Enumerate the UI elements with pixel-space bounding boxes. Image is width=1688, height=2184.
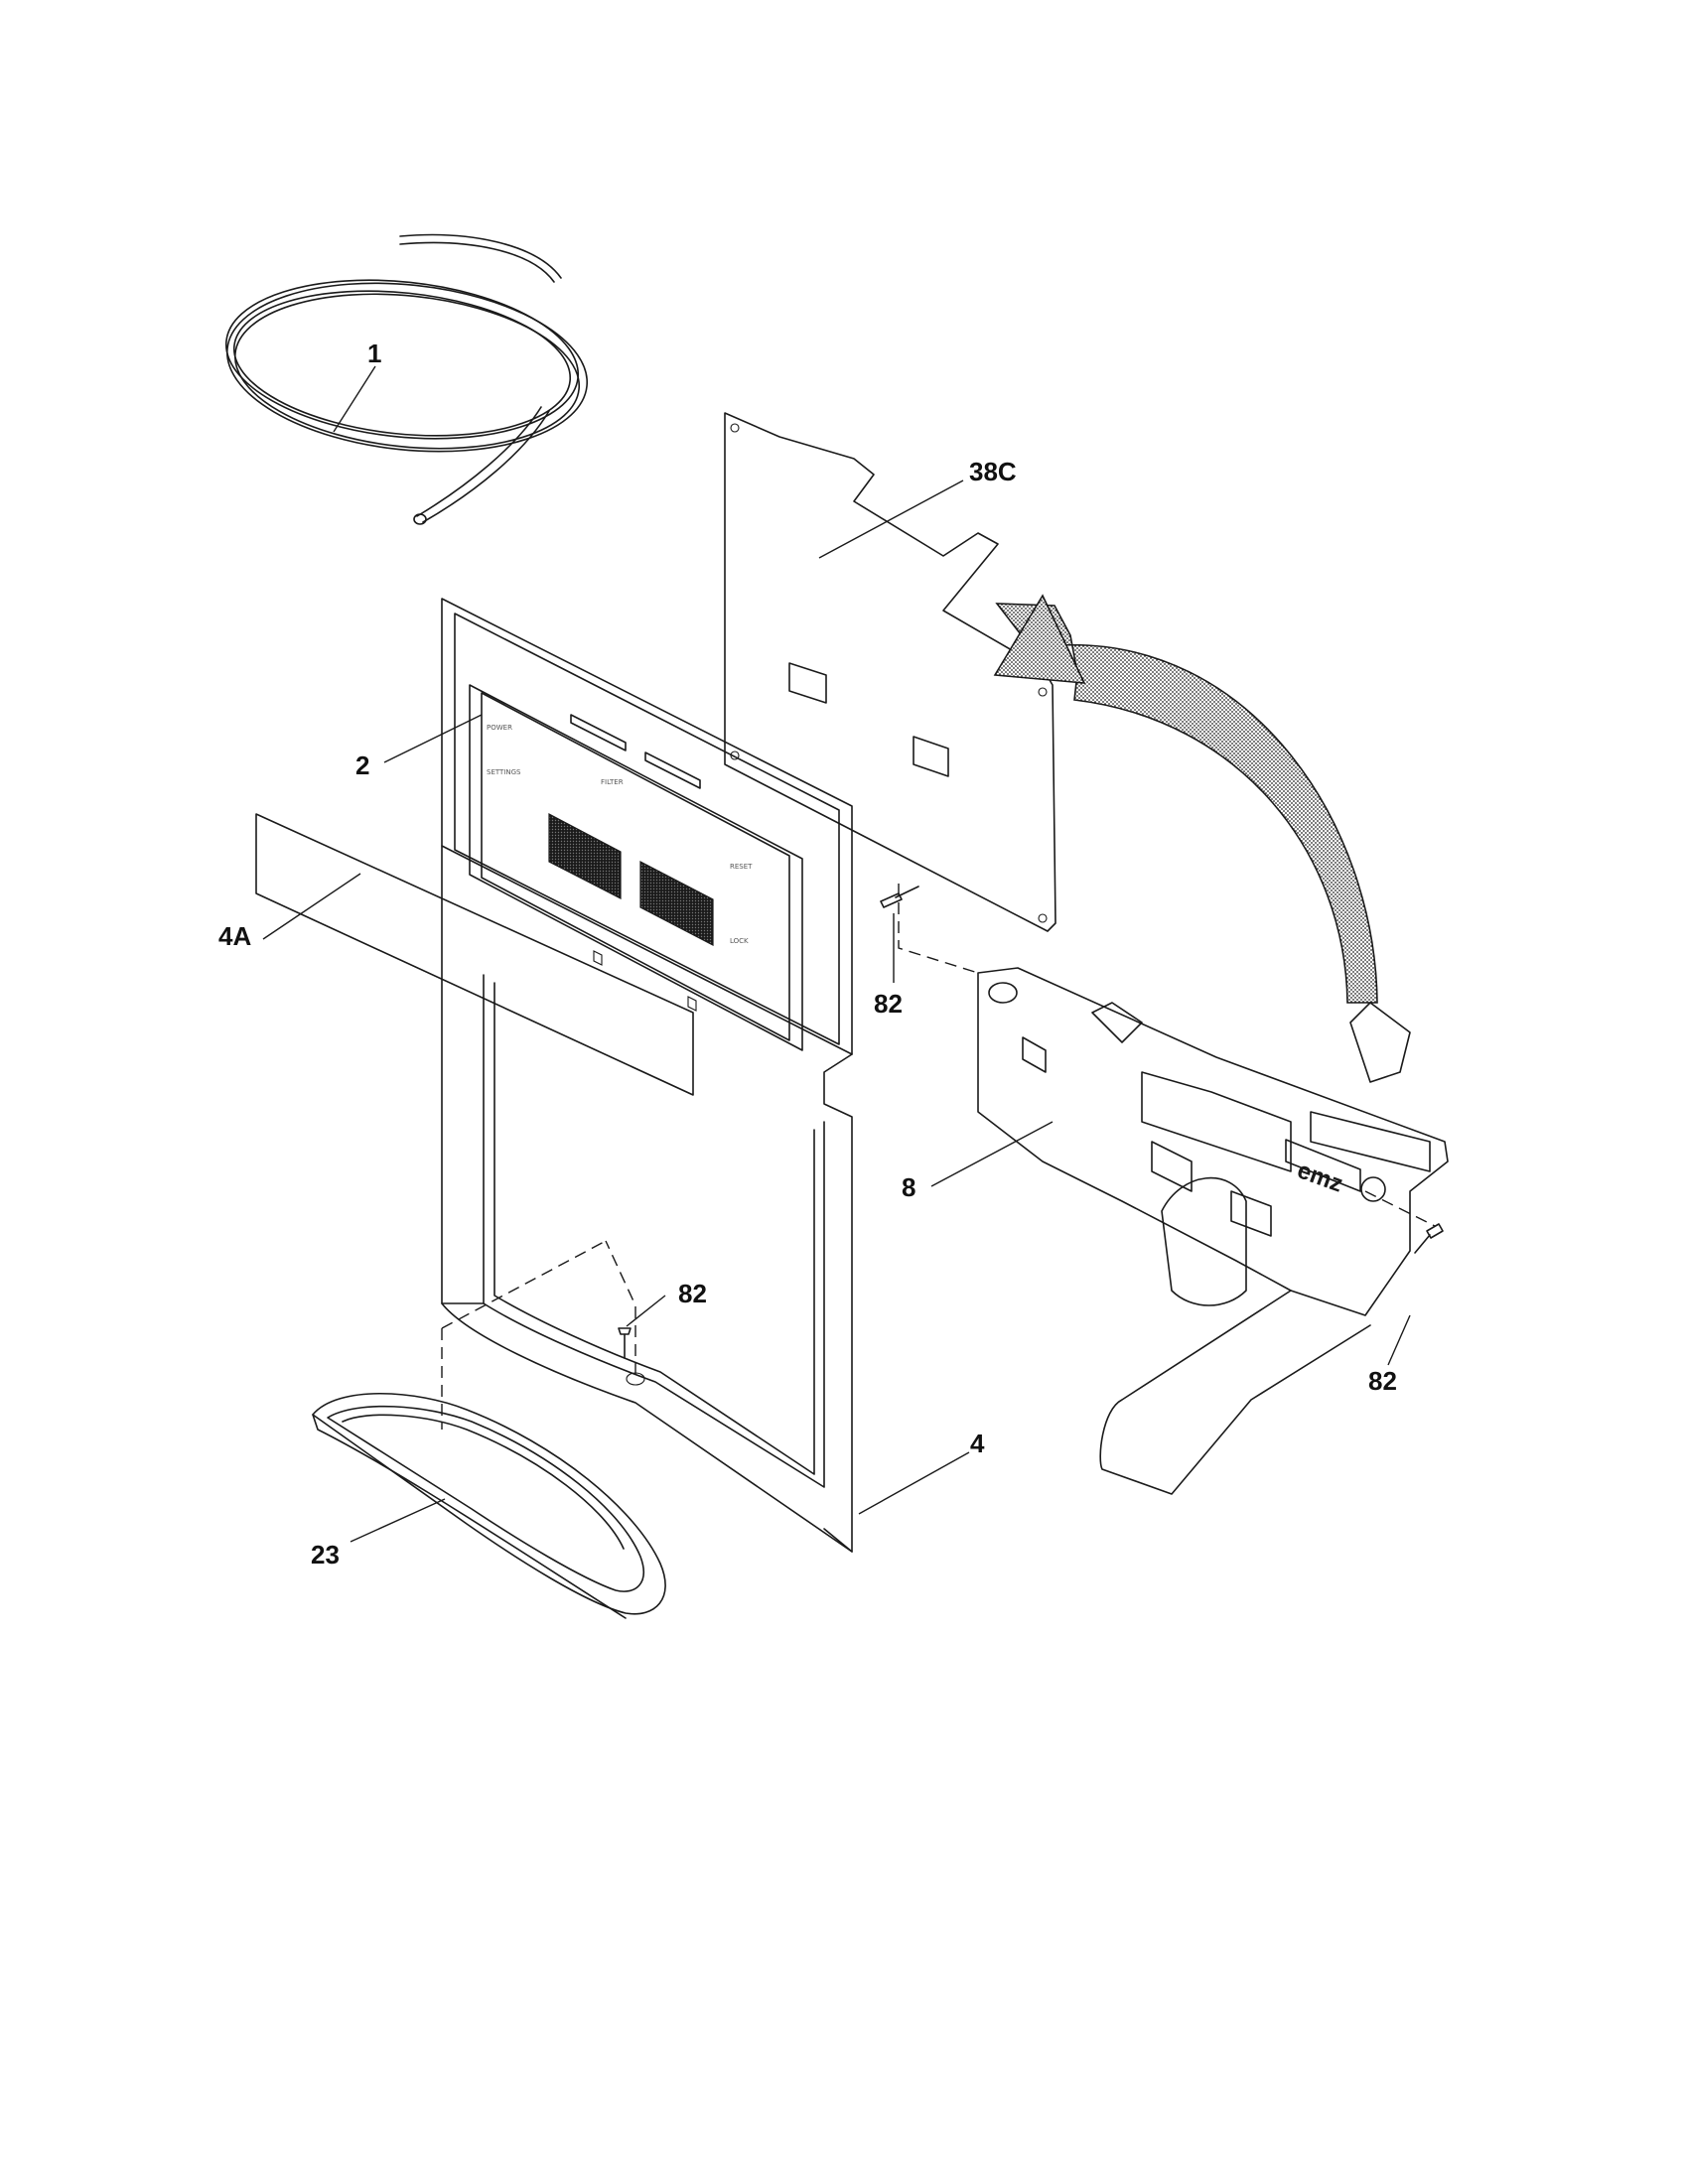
svg-text:FILTER: FILTER [601, 778, 624, 786]
leader-lines [262, 365, 1411, 1543]
back-panel-38c [724, 412, 1056, 932]
tubing-coil [224, 233, 589, 525]
control-overlay-2: POWER SETTINGS FILTER RESET LOCK [469, 684, 803, 1051]
callout-2: 2 [355, 751, 369, 780]
callout-23: 23 [311, 1540, 340, 1570]
callout-8: 8 [902, 1172, 915, 1202]
drip-tray-23 [312, 1392, 666, 1619]
svg-text:LOCK: LOCK [730, 937, 749, 945]
trim-strip-4a [255, 813, 694, 1096]
svg-text:SETTINGS: SETTINGS [487, 768, 521, 776]
svg-text:RESET: RESET [730, 863, 753, 871]
screw-icon [880, 886, 919, 908]
arrow-head [993, 594, 1086, 684]
screw-icon [1414, 1223, 1444, 1254]
callout-4a: 4A [218, 921, 251, 951]
callout-4: 4 [970, 1429, 985, 1458]
logo-text: emz [1294, 1157, 1346, 1197]
callout-82-top: 82 [874, 989, 903, 1019]
alignment-line [1364, 1190, 1436, 1227]
callout-82-right: 82 [1368, 1366, 1397, 1396]
callout-82-mid: 82 [678, 1279, 707, 1308]
alignment-line [605, 1240, 636, 1375]
alignment-line [898, 884, 979, 974]
screw-icon [618, 1327, 632, 1359]
alignment-line [441, 1240, 607, 1329]
svg-text:POWER: POWER [487, 724, 512, 732]
actuator-assembly-8: emz [977, 967, 1449, 1495]
callout-38c: 38C [969, 457, 1017, 486]
dispenser-frame-4 [441, 598, 853, 1553]
callout-1: 1 [367, 339, 381, 368]
